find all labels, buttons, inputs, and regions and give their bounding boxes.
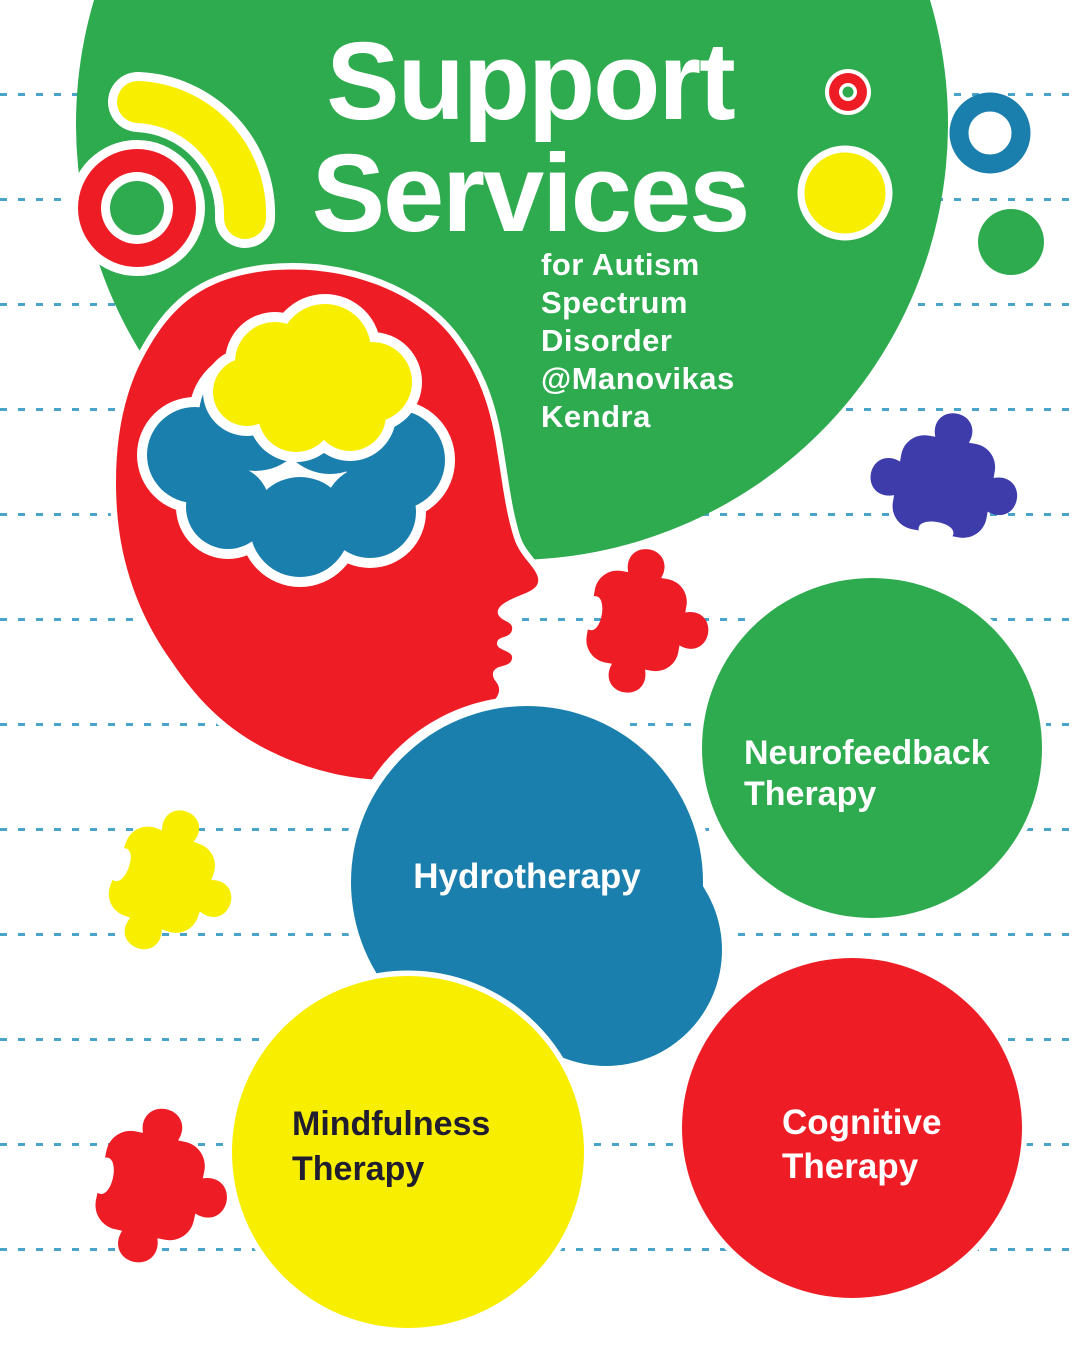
title-line-2: Services [311, 132, 751, 255]
label-line: Cognitive [782, 1103, 942, 1142]
subtitle-line: Disorder [541, 323, 673, 358]
label-line: Therapy [292, 1150, 425, 1188]
brain-yellow-cloud [213, 304, 412, 452]
poster-title: Support Services [230, 26, 830, 250]
yellow-arc [117, 81, 267, 239]
label-line: Neurofeedback [744, 734, 990, 772]
subtitle-line: for Autism [541, 247, 700, 282]
label-line: Therapy [744, 775, 877, 813]
label-hydrotherapy: Hydrotherapy [337, 857, 717, 897]
bubble-mindfulness [226, 970, 590, 1334]
label-mindfulness-therapy: Mindfulness Therapy [292, 1102, 490, 1192]
subtitle-line: Kendra [541, 399, 651, 434]
mini-red-target-dot [825, 69, 871, 115]
label-line: Mindfulness [292, 1105, 491, 1143]
title-line-1: Support [326, 20, 736, 143]
label-cognitive-therapy: Cognitive Therapy [782, 1101, 941, 1189]
label-line: Hydrotherapy [413, 857, 641, 896]
green-dot [978, 209, 1044, 275]
puzzle-piece-red-bottom [85, 1098, 243, 1279]
yellow-dot [797, 145, 893, 241]
bubble-cognitive [676, 952, 1028, 1304]
mini-dot-hole [842, 86, 854, 98]
puzzle-piece-yellow-left [93, 795, 255, 973]
red-donut [69, 140, 205, 276]
label-line: Therapy [782, 1147, 919, 1186]
head-with-brain-illustration [109, 263, 545, 787]
bubble-hydrotherapy-lobe [490, 834, 722, 1066]
bubble-neurofeedback [696, 572, 1048, 924]
subtitle-line: Spectrum [541, 285, 688, 320]
red-donut-hole [110, 181, 164, 235]
subtitle-line: @Manovikas [541, 361, 735, 396]
label-neurofeedback-therapy: Neurofeedback Therapy [744, 733, 990, 815]
poster-subtitle: for Autism Spectrum Disorder @Manovikas … [541, 246, 735, 436]
notebook-line [0, 618, 1080, 621]
puzzle-piece-indigo [862, 400, 1030, 547]
puzzle-piece-red-center [578, 541, 721, 705]
blue-ring [949, 92, 1031, 174]
